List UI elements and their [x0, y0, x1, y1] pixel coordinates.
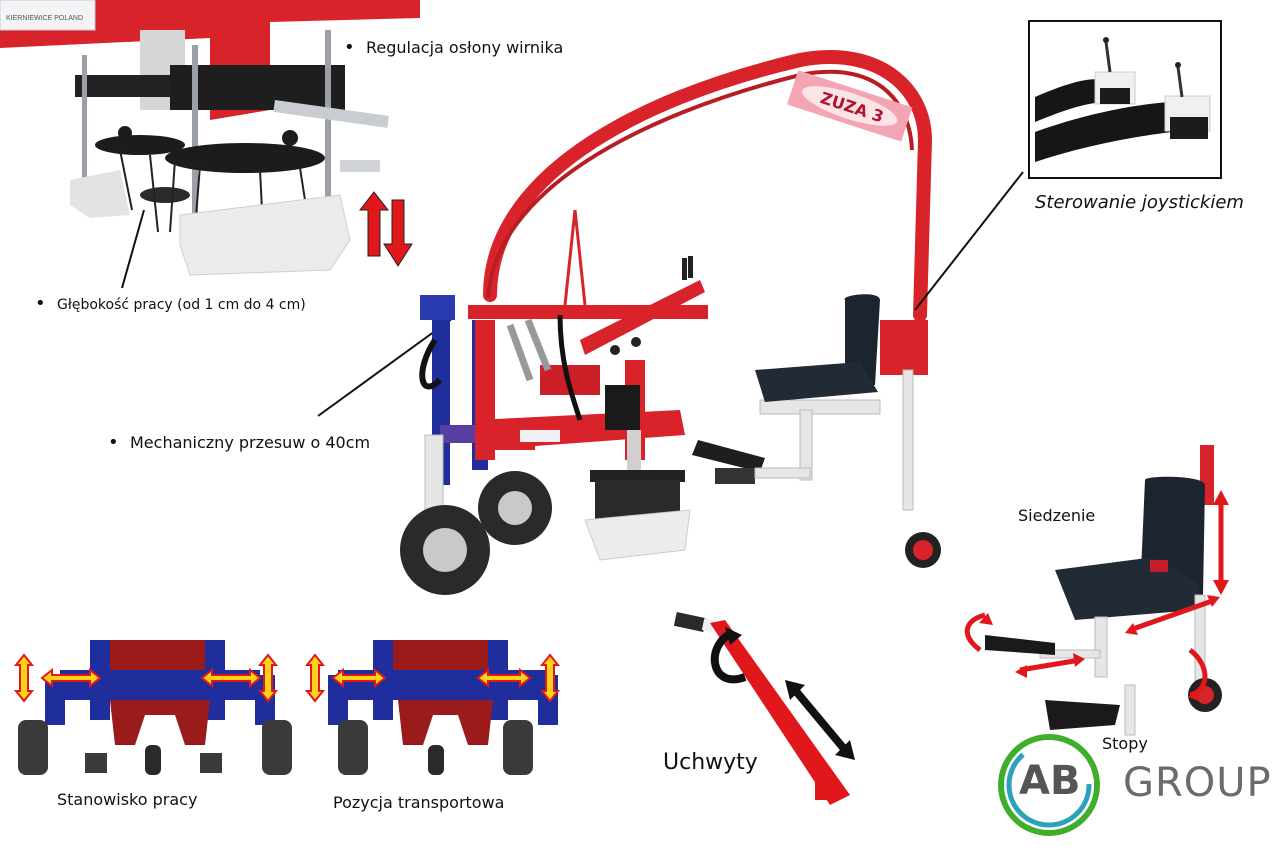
label-feet: Stopy	[1102, 734, 1148, 753]
orange-arrows-icon	[13, 653, 279, 703]
logo-word: GROUP	[1123, 760, 1272, 806]
rotor-closeup-illustration: KIERNIEWICE POLAND	[0, 0, 420, 276]
seat-detail-illustration	[965, 445, 1229, 736]
logo-initials: AB	[1019, 758, 1081, 804]
working-position-diagram	[13, 640, 292, 775]
label-handles: Uchwyty	[663, 750, 758, 775]
pointer-line-depth	[121, 209, 145, 289]
label-working-position: Stanowisko pracy	[57, 790, 198, 809]
pointer-line-joystick	[914, 171, 1024, 311]
svg-text:KIERNIEWICE POLAND: KIERNIEWICE POLAND	[6, 15, 83, 22]
joystick-illustration	[1035, 37, 1211, 162]
label-mechanical-shift: Mechaniczny przesuw o 40cm	[108, 432, 370, 453]
logo-ring-icon	[998, 734, 1100, 836]
label-transport-position: Pozycja transportowa	[333, 793, 505, 812]
label-seat: Siedzenie	[1018, 506, 1096, 525]
transport-position-diagram	[304, 640, 561, 775]
orange-arrows-icon	[304, 653, 561, 703]
ab-group-logo: AB GROUP	[995, 732, 1271, 838]
rotor-closeup-photo: KIERNIEWICE POLAND	[0, 0, 420, 280]
up-down-arrows-icon	[358, 191, 413, 267]
label-working-depth: Głębokość pracy (od 1 cm do 4 cm)	[35, 293, 306, 314]
pointer-line-shift	[317, 317, 454, 417]
label-joystick-control: Sterowanie joystickiem	[1035, 192, 1244, 213]
main-machine-illustration: ZUZA 3	[400, 50, 941, 595]
joystick-inset	[1028, 20, 1222, 179]
handle-detail-illustration	[673, 612, 855, 805]
label-rotor-guard: Regulacja osłony wirnika	[344, 37, 563, 58]
